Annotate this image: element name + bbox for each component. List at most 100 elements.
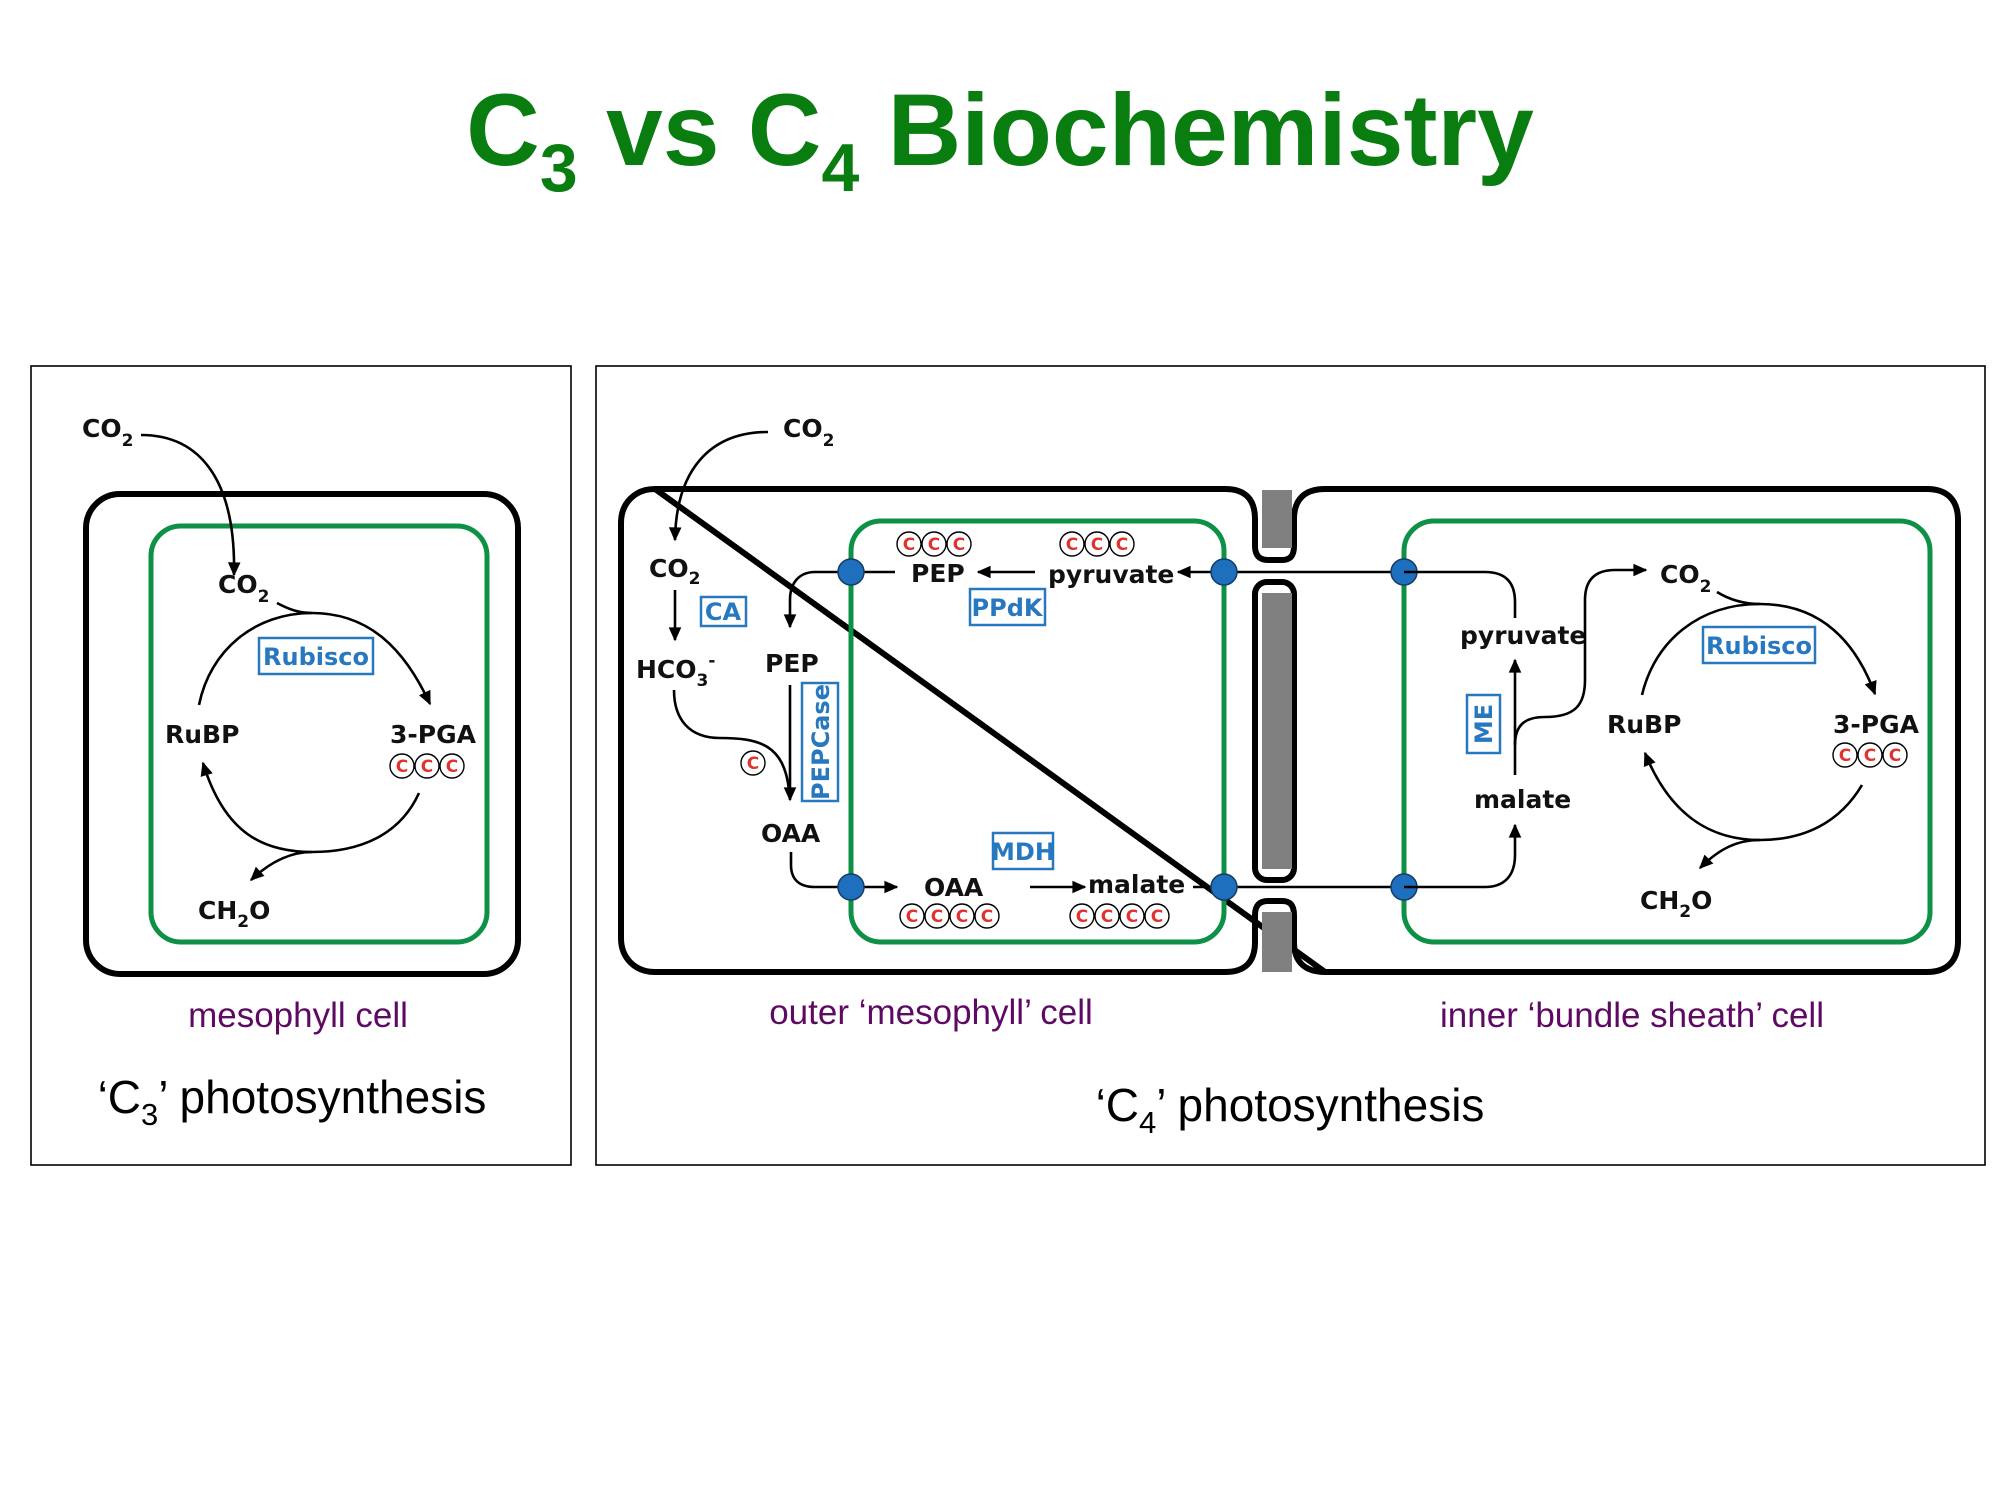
svg-text:ME: ME xyxy=(1470,704,1498,744)
plasmodesma-wall-segment xyxy=(1252,579,1297,883)
carbon-atom-label: C xyxy=(1889,746,1901,766)
carbon-atom-circle xyxy=(1882,742,1908,768)
carbon-atom-circle xyxy=(1144,903,1170,929)
c3-cycle-arc-top xyxy=(197,611,432,706)
mesophyll-cytosol-pep: PEP xyxy=(765,649,819,678)
c3-cell-label: mesophyll cell xyxy=(188,996,408,1035)
c3-caption: ‘C3’ photosynthesis xyxy=(98,1071,487,1132)
carbon-atom-circle xyxy=(1857,742,1883,768)
carbon-atom-circle xyxy=(439,753,465,779)
svg-text:PPdK: PPdK xyxy=(972,594,1044,622)
pep-transporter xyxy=(837,558,865,586)
svg-text:Rubisco: Rubisco xyxy=(263,643,369,671)
carbon-atom-label: C xyxy=(1101,907,1113,927)
bundle-sheath-co2: CO2 xyxy=(1660,560,1711,597)
svg-text:MDH: MDH xyxy=(991,838,1055,866)
carbon-atom-circle xyxy=(740,750,766,776)
mesophyll-cell-wall xyxy=(618,485,1335,976)
c4-outside-co2: CO2 xyxy=(783,414,834,451)
bs-3pga-label: 3-PGA xyxy=(1833,710,1920,739)
pep-export-arrow xyxy=(783,570,851,629)
bs-product-branch xyxy=(1699,838,1761,869)
carbon-atom-label: C xyxy=(446,757,458,777)
plasmodesma-bar-top xyxy=(1262,490,1292,548)
mdh-enzyme: MDH xyxy=(991,831,1055,871)
carbon-atom-label: C xyxy=(1126,907,1138,927)
mesophyll-chloroplast-oaa: OAA xyxy=(924,873,984,902)
c3-chloroplast-co2: CO2 xyxy=(218,570,269,607)
carbon-atom-circle xyxy=(949,903,975,929)
carbon-atom-circle xyxy=(1119,903,1145,929)
c4-panel: CO2 CO2 CA HCO3- PEP PEPCase C OAA PEP C… xyxy=(595,365,1986,1166)
c3-cell-wall xyxy=(83,491,521,977)
oaa-import-curve xyxy=(789,852,851,889)
carbon-atom-label: C xyxy=(1116,535,1128,555)
c3-co2-entry-arrow xyxy=(140,433,241,577)
bs-rubisco-enzyme: Rubisco xyxy=(1701,625,1817,665)
bundle-sheath-pyruvate: pyruvate xyxy=(1460,621,1586,650)
ca-enzyme: CA xyxy=(699,595,748,628)
carbon-atom-circle xyxy=(1832,742,1858,768)
carbon-atom-label: C xyxy=(1151,907,1163,927)
c3-rubisco-enzyme: Rubisco xyxy=(257,636,375,676)
carbon-atom-label: C xyxy=(1091,535,1103,555)
mesophyll-cytosol-co2: CO2 xyxy=(649,554,700,589)
malate-transporter-mesophyll xyxy=(1210,873,1238,901)
bicarbonate-label: HCO3- xyxy=(636,651,715,691)
carbon-atom-circle xyxy=(1094,903,1120,929)
carbon-atom-circle xyxy=(1069,903,1095,929)
carbon-atom-circle xyxy=(974,903,1000,929)
carbon-atom-circle xyxy=(899,903,925,929)
c3-product-branch xyxy=(249,850,313,881)
c4-caption: ‘C4’ photosynthesis xyxy=(1096,1079,1485,1140)
carbon-atom-circle xyxy=(414,753,440,779)
mesophyll-cytosol-oaa: OAA xyxy=(761,819,821,848)
fixed-carbon-marker: C xyxy=(740,750,766,776)
c3-outside-co2: CO2 xyxy=(82,414,133,451)
malate-import-arrow xyxy=(1404,823,1522,889)
bs-cycle-arc-top xyxy=(1640,602,1877,696)
carbon-atom-label: C xyxy=(981,907,993,927)
carbon-atom-label: C xyxy=(1066,535,1078,555)
mesophyll-cell-label: outer ‘mesophyll’ cell xyxy=(769,993,1093,1032)
c3-3pga-label: 3-PGA xyxy=(390,720,477,749)
pepcase-enzyme: PEPCase xyxy=(800,681,840,803)
oaa-transporter xyxy=(837,873,865,901)
c3-ch2o-label: CH2O xyxy=(198,896,270,932)
c3-panel-frame xyxy=(30,365,572,1166)
carbon-atom-circle xyxy=(921,531,947,557)
bs-ch2o-label: CH2O xyxy=(1640,886,1712,922)
bundle-sheath-cell-wall xyxy=(1325,486,1961,975)
carbon-atom-label: C xyxy=(956,907,968,927)
bundle-sheath-cell-label: inner ‘bundle sheath’ cell xyxy=(1440,996,1824,1035)
carbon-atom-circle xyxy=(1059,531,1085,557)
svg-text:Rubisco: Rubisco xyxy=(1706,632,1812,660)
mesophyll-chloroplast-pep: PEP xyxy=(911,559,965,588)
c3-rubp-label: RuBP xyxy=(165,720,239,749)
me-enzyme: ME xyxy=(1465,693,1502,755)
page-title: C3 vs C4 Biochemistry xyxy=(466,73,1534,206)
pyruvate-export-curve xyxy=(1404,570,1517,618)
carbon-atom-label: C xyxy=(906,907,918,927)
bs-rubp-label: RuBP xyxy=(1607,710,1681,739)
svg-text:PEPCase: PEPCase xyxy=(807,684,835,800)
carbon-atom-circle xyxy=(924,903,950,929)
carbon-atom-circle xyxy=(946,531,972,557)
carbon-atom-label: C xyxy=(396,757,408,777)
carbon-atom-label: C xyxy=(1839,746,1851,766)
carbon-atom-circle xyxy=(896,531,922,557)
pyruvate-transporter-mesophyll xyxy=(1210,558,1238,586)
c4-co2-entry-arrow xyxy=(668,430,769,542)
carbon-atom-label: C xyxy=(1076,907,1088,927)
ppdk-enzyme: PPdK xyxy=(968,587,1047,627)
carbon-atom-label: C xyxy=(747,754,759,774)
carbon-atom-label: C xyxy=(1864,746,1876,766)
carbon-atom-label: C xyxy=(421,757,433,777)
